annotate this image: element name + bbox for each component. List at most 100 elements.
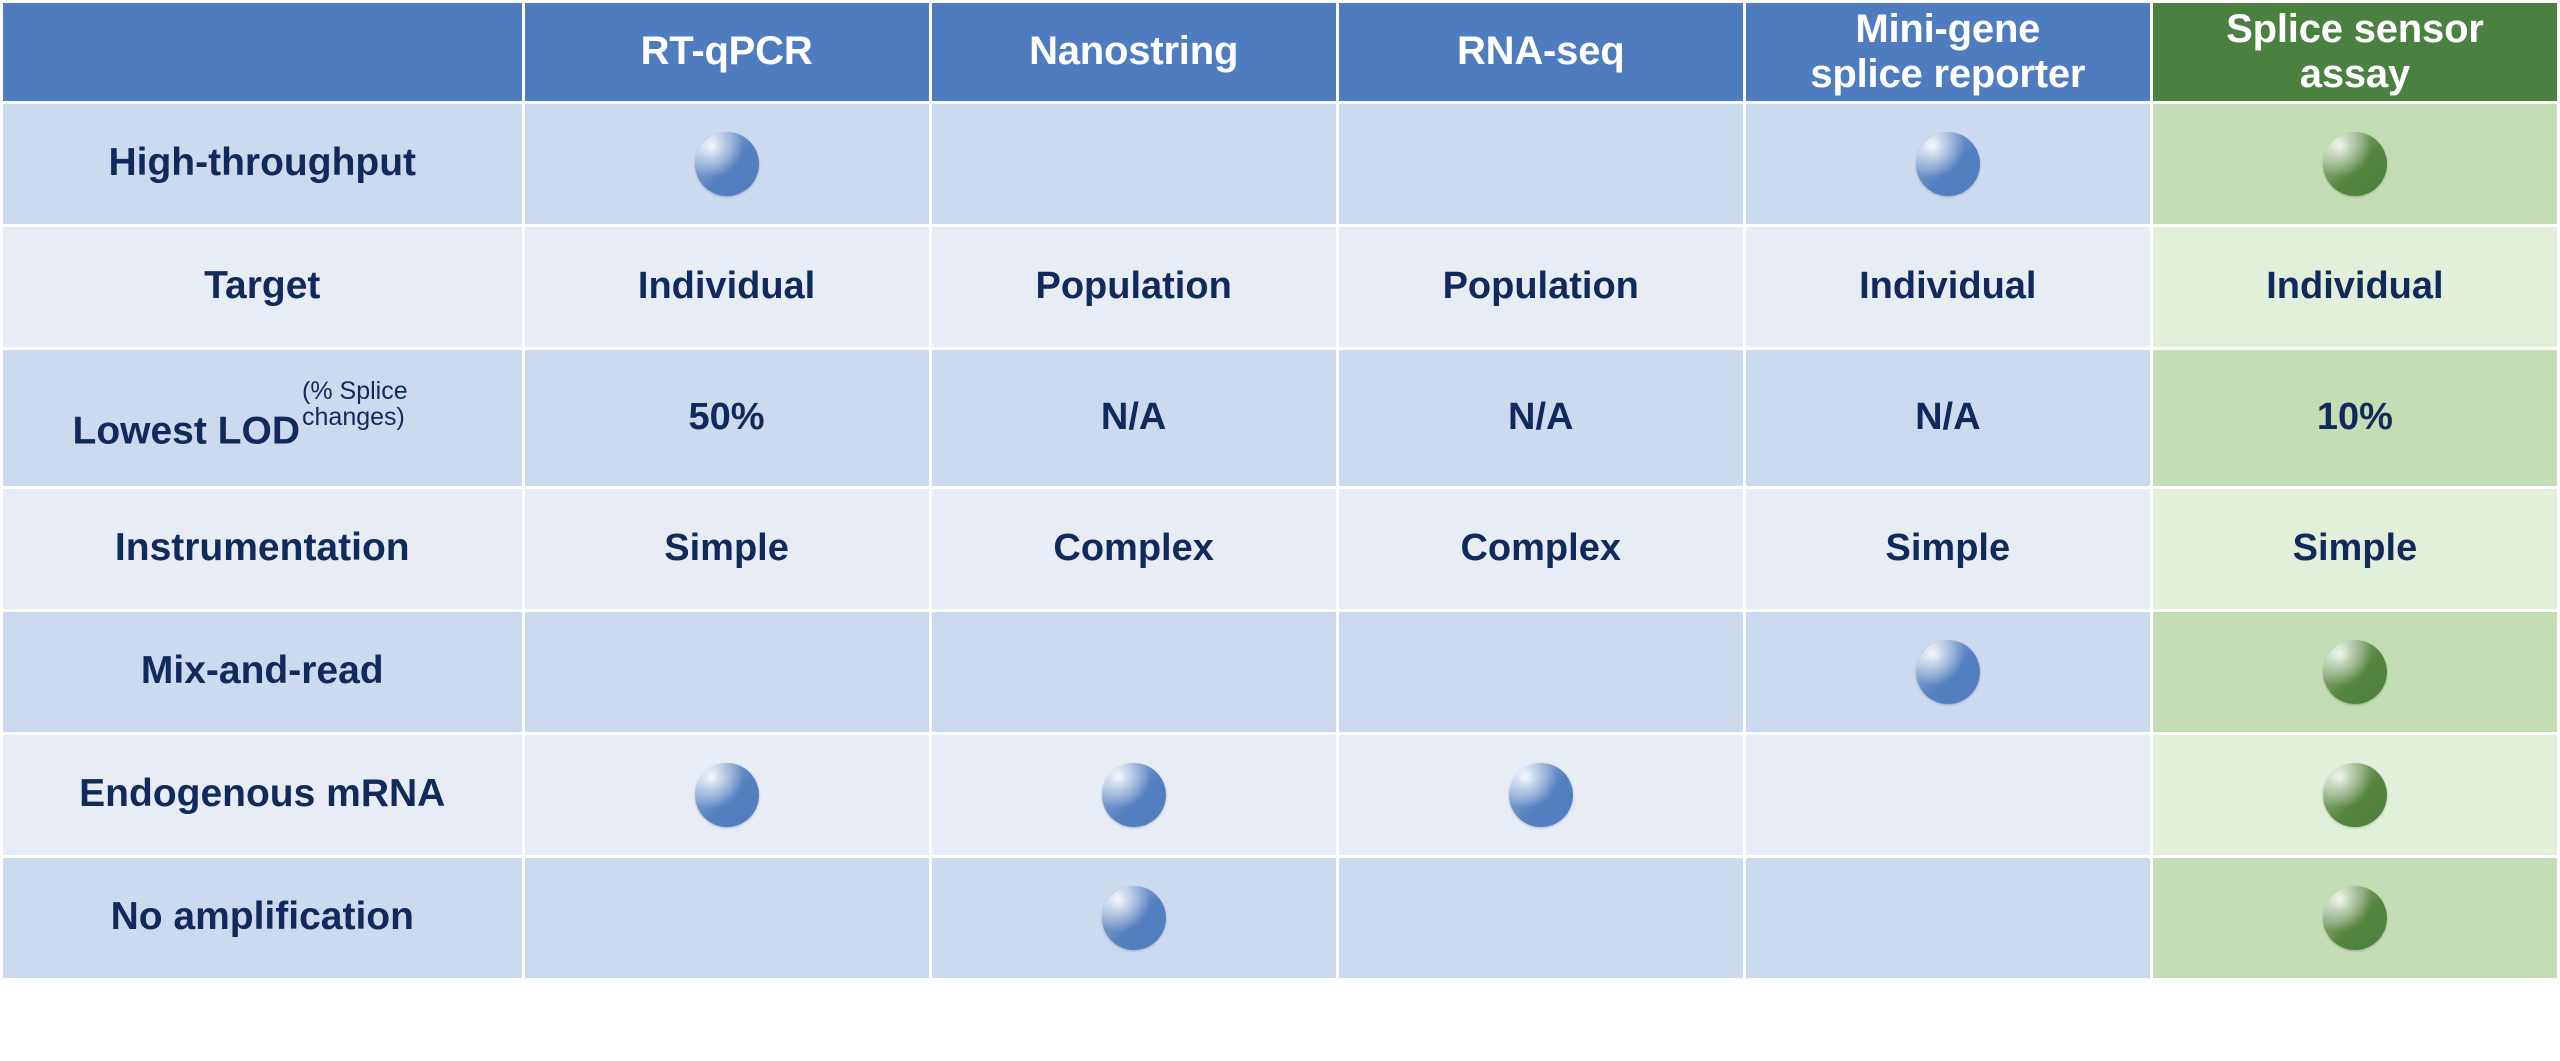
cell-value-text: 50% — [688, 395, 765, 438]
cell-minigene — [1745, 857, 2150, 978]
cell-splicesensor: Simple — [2152, 488, 2557, 609]
cell-nanostring — [931, 857, 1336, 978]
cell-value-text: Population — [1442, 264, 1639, 307]
header-label-minigene-line1: Mini-gene — [1855, 7, 2041, 51]
cell-rnaseq — [1338, 857, 1743, 978]
cell-rtqpcr — [524, 857, 929, 978]
cell-value-text: Individual — [2266, 264, 2444, 307]
header-label-nanostring: Nanostring — [1029, 29, 1239, 74]
header-cell-corner — [3, 3, 522, 101]
filled-circle-marker-icon — [1915, 639, 1980, 704]
cell-minigene: N/A — [1745, 349, 2150, 486]
row-label-text: Mix-and-read — [140, 649, 384, 693]
cell-value-text: Population — [1035, 264, 1232, 307]
cell-value-text: N/A — [1100, 395, 1167, 438]
table-header: RT-qPCR Nanostring RNA-seq Mini-gene spl… — [3, 3, 2557, 101]
filled-circle-marker-icon — [1101, 885, 1166, 950]
cell-splicesensor: Individual — [2152, 226, 2557, 347]
cell-rtqpcr — [524, 734, 929, 855]
header-label-minigene-line2: splice reporter — [1810, 51, 2086, 96]
filled-circle-marker-icon — [2322, 885, 2387, 950]
table-row: Lowest LOD(% Splice changes) 50% N/A N/A N/A… — [3, 349, 2557, 486]
cell-value-text: Individual — [637, 264, 816, 307]
row-label-text: Lowest LOD — [72, 408, 301, 452]
table-row: Mix-and-read — [3, 611, 2557, 732]
cell-nanostring — [931, 611, 1336, 732]
row-label-superscript: (% Splice changes) — [302, 376, 408, 431]
cell-minigene: Simple — [1745, 488, 2150, 609]
cell-nanostring — [931, 734, 1336, 855]
table-row: No amplification — [3, 857, 2557, 978]
cell-nanostring — [931, 103, 1336, 224]
header-cell-rnaseq: RNA-seq — [1338, 3, 1743, 101]
row-label-cell: Target — [3, 226, 522, 347]
filled-circle-marker-icon — [1915, 131, 1980, 196]
cell-splicesensor — [2152, 103, 2557, 224]
cell-rnaseq: N/A — [1338, 349, 1743, 486]
cell-value-text: Simple — [664, 526, 789, 569]
filled-circle-marker-icon — [1508, 762, 1573, 827]
header-cell-splice-sensor: Splice sensor assay — [2152, 3, 2557, 101]
header-label-rnaseq: RNA-seq — [1456, 29, 1625, 74]
cell-rnaseq — [1338, 103, 1743, 224]
cell-rnaseq — [1338, 734, 1743, 855]
filled-circle-marker-icon — [2322, 639, 2387, 704]
row-label-cell: Instrumentation — [3, 488, 522, 609]
filled-circle-marker-icon — [1101, 762, 1166, 827]
header-cell-minigene: Mini-gene splice reporter — [1745, 3, 2150, 101]
cell-value-text: N/A — [1508, 395, 1574, 438]
cell-rtqpcr — [524, 103, 929, 224]
cell-splicesensor — [2152, 611, 2557, 732]
cell-value-text: Simple — [2292, 526, 2418, 569]
table-row: Target Individual Population Population Indi… — [3, 226, 2557, 347]
cell-nanostring: N/A — [931, 349, 1336, 486]
cell-splicesensor — [2152, 857, 2557, 978]
filled-circle-marker-icon — [694, 131, 759, 196]
cell-value-text: Individual — [1859, 264, 2037, 307]
cell-rnaseq: Complex — [1338, 488, 1743, 609]
table-row: High-throughput — [3, 103, 2557, 224]
row-label-cell: High-throughput — [3, 103, 522, 224]
cell-splicesensor: 10% — [2152, 349, 2557, 486]
row-label-cell: No amplification — [3, 857, 522, 978]
cell-rtqpcr: Simple — [524, 488, 929, 609]
cell-minigene — [1745, 611, 2150, 732]
cell-minigene — [1745, 103, 2150, 224]
header-label-splice-sensor-line1: Splice sensor — [2226, 7, 2484, 51]
cell-splicesensor — [2152, 734, 2557, 855]
cell-nanostring: Population — [931, 226, 1336, 347]
row-label-text: Endogenous mRNA — [79, 772, 446, 816]
header-cell-rtqpcr: RT-qPCR — [524, 3, 929, 101]
cell-rnaseq — [1338, 611, 1743, 732]
cell-value-text: Simple — [1885, 526, 2011, 569]
table-row: Endogenous mRNA — [3, 734, 2557, 855]
filled-circle-marker-icon — [2322, 762, 2387, 827]
assay-comparison-table: RT-qPCR Nanostring RNA-seq Mini-gene spl… — [3, 3, 2557, 978]
cell-rtqpcr: Individual — [524, 226, 929, 347]
row-label-text: High-throughput — [108, 141, 417, 185]
cell-rtqpcr: 50% — [524, 349, 929, 486]
row-label-text: Instrumentation — [114, 526, 410, 570]
cell-rnaseq: Population — [1338, 226, 1743, 347]
row-label-cell: Mix-and-read — [3, 611, 522, 732]
header-label-splice-sensor-line2: assay — [2299, 51, 2411, 96]
cell-value-text: Complex — [1460, 526, 1621, 569]
cell-nanostring: Complex — [931, 488, 1336, 609]
filled-circle-marker-icon — [694, 762, 759, 827]
row-label-cell: Endogenous mRNA — [3, 734, 522, 855]
header-row: RT-qPCR Nanostring RNA-seq Mini-gene spl… — [3, 3, 2557, 101]
cell-minigene — [1745, 734, 2150, 855]
header-label-rtqpcr: RT-qPCR — [640, 29, 813, 74]
row-label-text: No amplification — [110, 895, 414, 939]
header-cell-nanostring: Nanostring — [931, 3, 1336, 101]
row-label-text: Target — [204, 264, 321, 308]
cell-value-text: 10% — [2316, 395, 2393, 438]
filled-circle-marker-icon — [2322, 131, 2387, 196]
cell-minigene: Individual — [1745, 226, 2150, 347]
cell-value-text: Complex — [1053, 526, 1214, 569]
cell-rtqpcr — [524, 611, 929, 732]
row-label-cell: Lowest LOD(% Splice changes) — [3, 349, 522, 486]
cell-value-text: N/A — [1915, 395, 1981, 438]
